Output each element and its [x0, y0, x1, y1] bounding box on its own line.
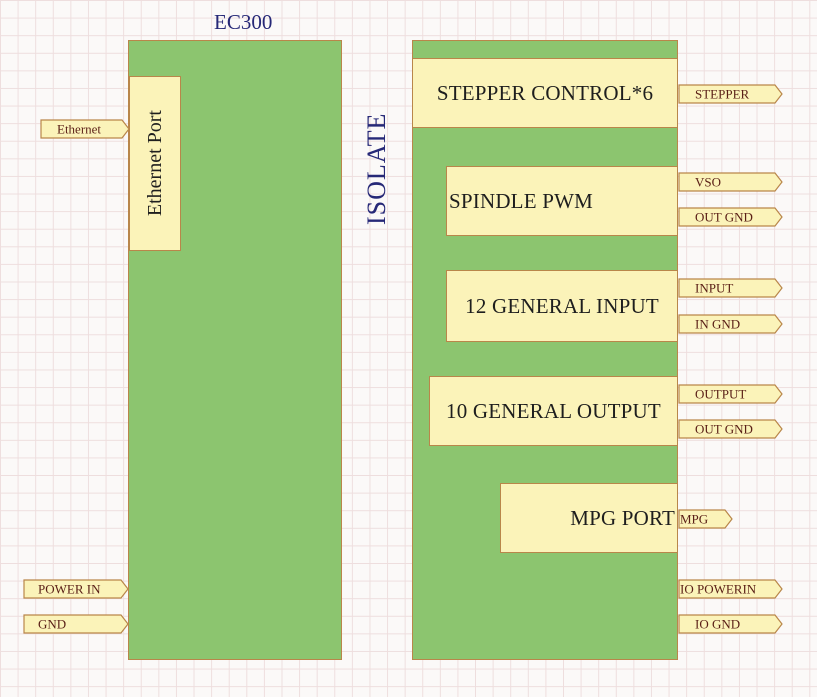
mpg-port-label: MPG PORT	[570, 505, 675, 530]
general-input-label: 12 GENERAL INPUT	[465, 293, 659, 318]
io-gnd-connector: IO GND	[678, 614, 783, 634]
input-connector-text: INPUT	[695, 281, 733, 296]
output-out-gnd-connector: OUT GND	[678, 419, 783, 439]
stepper-connector: STEPPER	[678, 84, 783, 104]
spindle-pwm-block: SPINDLE PWM	[446, 166, 678, 236]
io-block	[412, 40, 678, 660]
vso-connector-text: VSO	[695, 175, 721, 190]
gnd-connector-text: GND	[38, 617, 66, 632]
stepper-connector-text: STEPPER	[695, 87, 750, 102]
stepper-control-block: STEPPER CONTROL*6	[412, 58, 678, 128]
ec300-title: EC300	[214, 10, 273, 34]
ethernet-port-label: Ethernet Port	[143, 110, 166, 217]
spindle-pwm-label: SPINDLE PWM	[449, 188, 593, 213]
io-gnd-connector-text: IO GND	[695, 617, 740, 632]
mpg-connector: MPG	[678, 509, 733, 529]
general-output-block: 10 GENERAL OUTPUT	[429, 376, 678, 446]
io-powerin-connector-text: IO POWERIN	[680, 582, 757, 597]
power-in-connector-text: POWER IN	[38, 582, 101, 597]
vso-connector: VSO	[678, 172, 783, 192]
gnd-connector: GND	[23, 614, 129, 634]
stepper-control-label: STEPPER CONTROL*6	[436, 80, 654, 105]
mpg-connector-text: MPG	[680, 512, 708, 527]
ethernet-port-connector: Ethernet	[40, 119, 130, 139]
output-out-gnd-connector-text: OUT GND	[695, 422, 753, 437]
io-powerin-connector: IO POWERIN	[678, 579, 783, 599]
general-output-label: 10 GENERAL OUTPUT	[446, 398, 661, 423]
ethernet-connector-text: Ethernet	[57, 122, 101, 137]
ethernet-port-block: Ethernet Port	[129, 76, 181, 251]
spindle-out-gnd-connector-text: OUT GND	[695, 210, 753, 225]
output-connector-text: OUTPUT	[695, 387, 746, 402]
general-input-block: 12 GENERAL INPUT	[446, 270, 678, 342]
mpg-port-block: MPG PORT	[500, 483, 678, 553]
spindle-out-gnd-connector: OUT GND	[678, 207, 783, 227]
isolate-label: ISOLATE	[362, 112, 391, 226]
power-in-connector: POWER IN	[23, 579, 129, 599]
input-connector: INPUT	[678, 278, 783, 298]
in-gnd-connector: IN GND	[678, 314, 783, 334]
output-connector: OUTPUT	[678, 384, 783, 404]
in-gnd-connector-text: IN GND	[695, 317, 740, 332]
